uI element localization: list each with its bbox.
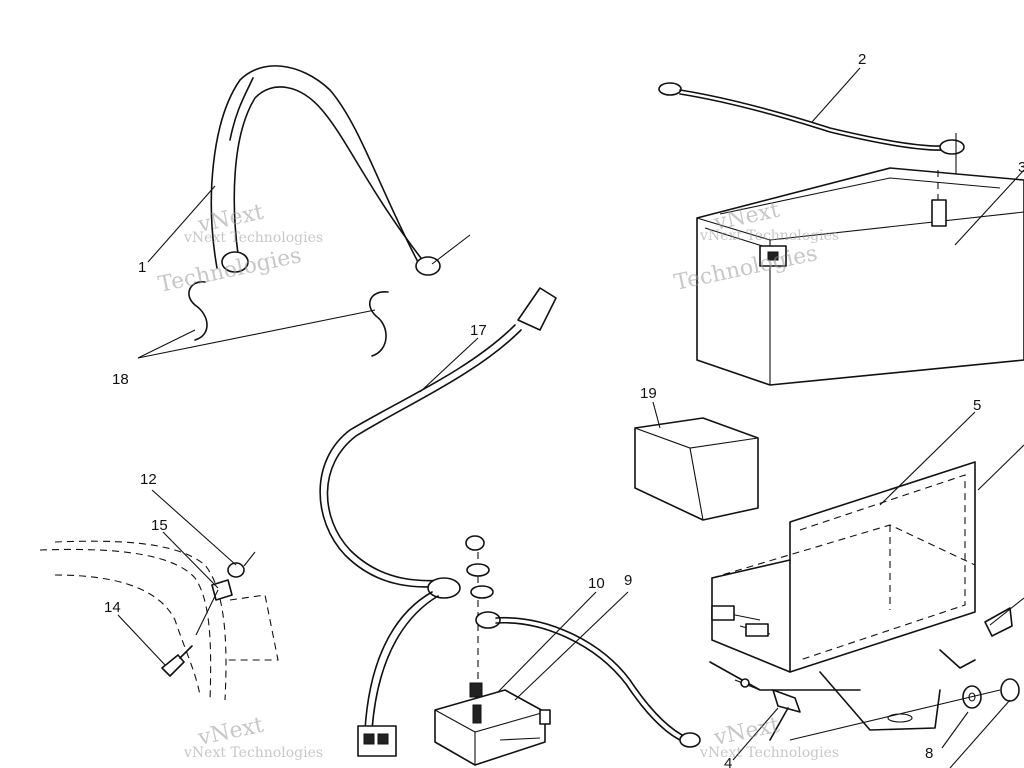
callout-2: 2: [858, 51, 866, 68]
hold-down-strap: [210, 65, 471, 276]
regulator: [434, 682, 551, 766]
mounting-hardware: [769, 607, 1020, 741]
callout-5: 5: [973, 397, 981, 414]
watermark-line: vNext Technologies: [183, 230, 323, 246]
frame-detail: [39, 540, 279, 701]
callout-8: 8: [925, 745, 933, 762]
callout-labels: 1 2 3 4 5 8 9 10 12 14 15 17 18 19: [104, 51, 1024, 768]
callout-12: 12: [140, 471, 157, 488]
callout-4: 4: [724, 755, 732, 768]
terminal-stack: [465, 535, 501, 690]
callout-9: 9: [624, 572, 632, 589]
callout-17: 17: [470, 322, 487, 339]
watermark-line: vNext Technologies: [699, 745, 839, 761]
watermark-line: vNext Technologies: [699, 228, 839, 244]
regulator-wire: [495, 616, 701, 748]
callout-14: 14: [104, 599, 121, 616]
leader-lines: [117, 67, 1024, 768]
callout-18: 18: [112, 371, 129, 388]
ground-cable: [658, 82, 965, 185]
watermark-tech: Technologies: [156, 243, 304, 298]
s-hooks: [188, 281, 389, 357]
battery-box: [709, 461, 976, 731]
positive-cable: [319, 287, 557, 757]
battery-pad: [634, 417, 759, 521]
callout-19: 19: [640, 385, 657, 402]
watermark-line: vNext Technologies: [183, 745, 323, 761]
callout-10: 10: [588, 575, 605, 592]
callout-1: 1: [138, 259, 146, 276]
callout-15: 15: [151, 517, 168, 534]
callout-3: 3: [1018, 159, 1024, 176]
battery: [696, 167, 1024, 386]
